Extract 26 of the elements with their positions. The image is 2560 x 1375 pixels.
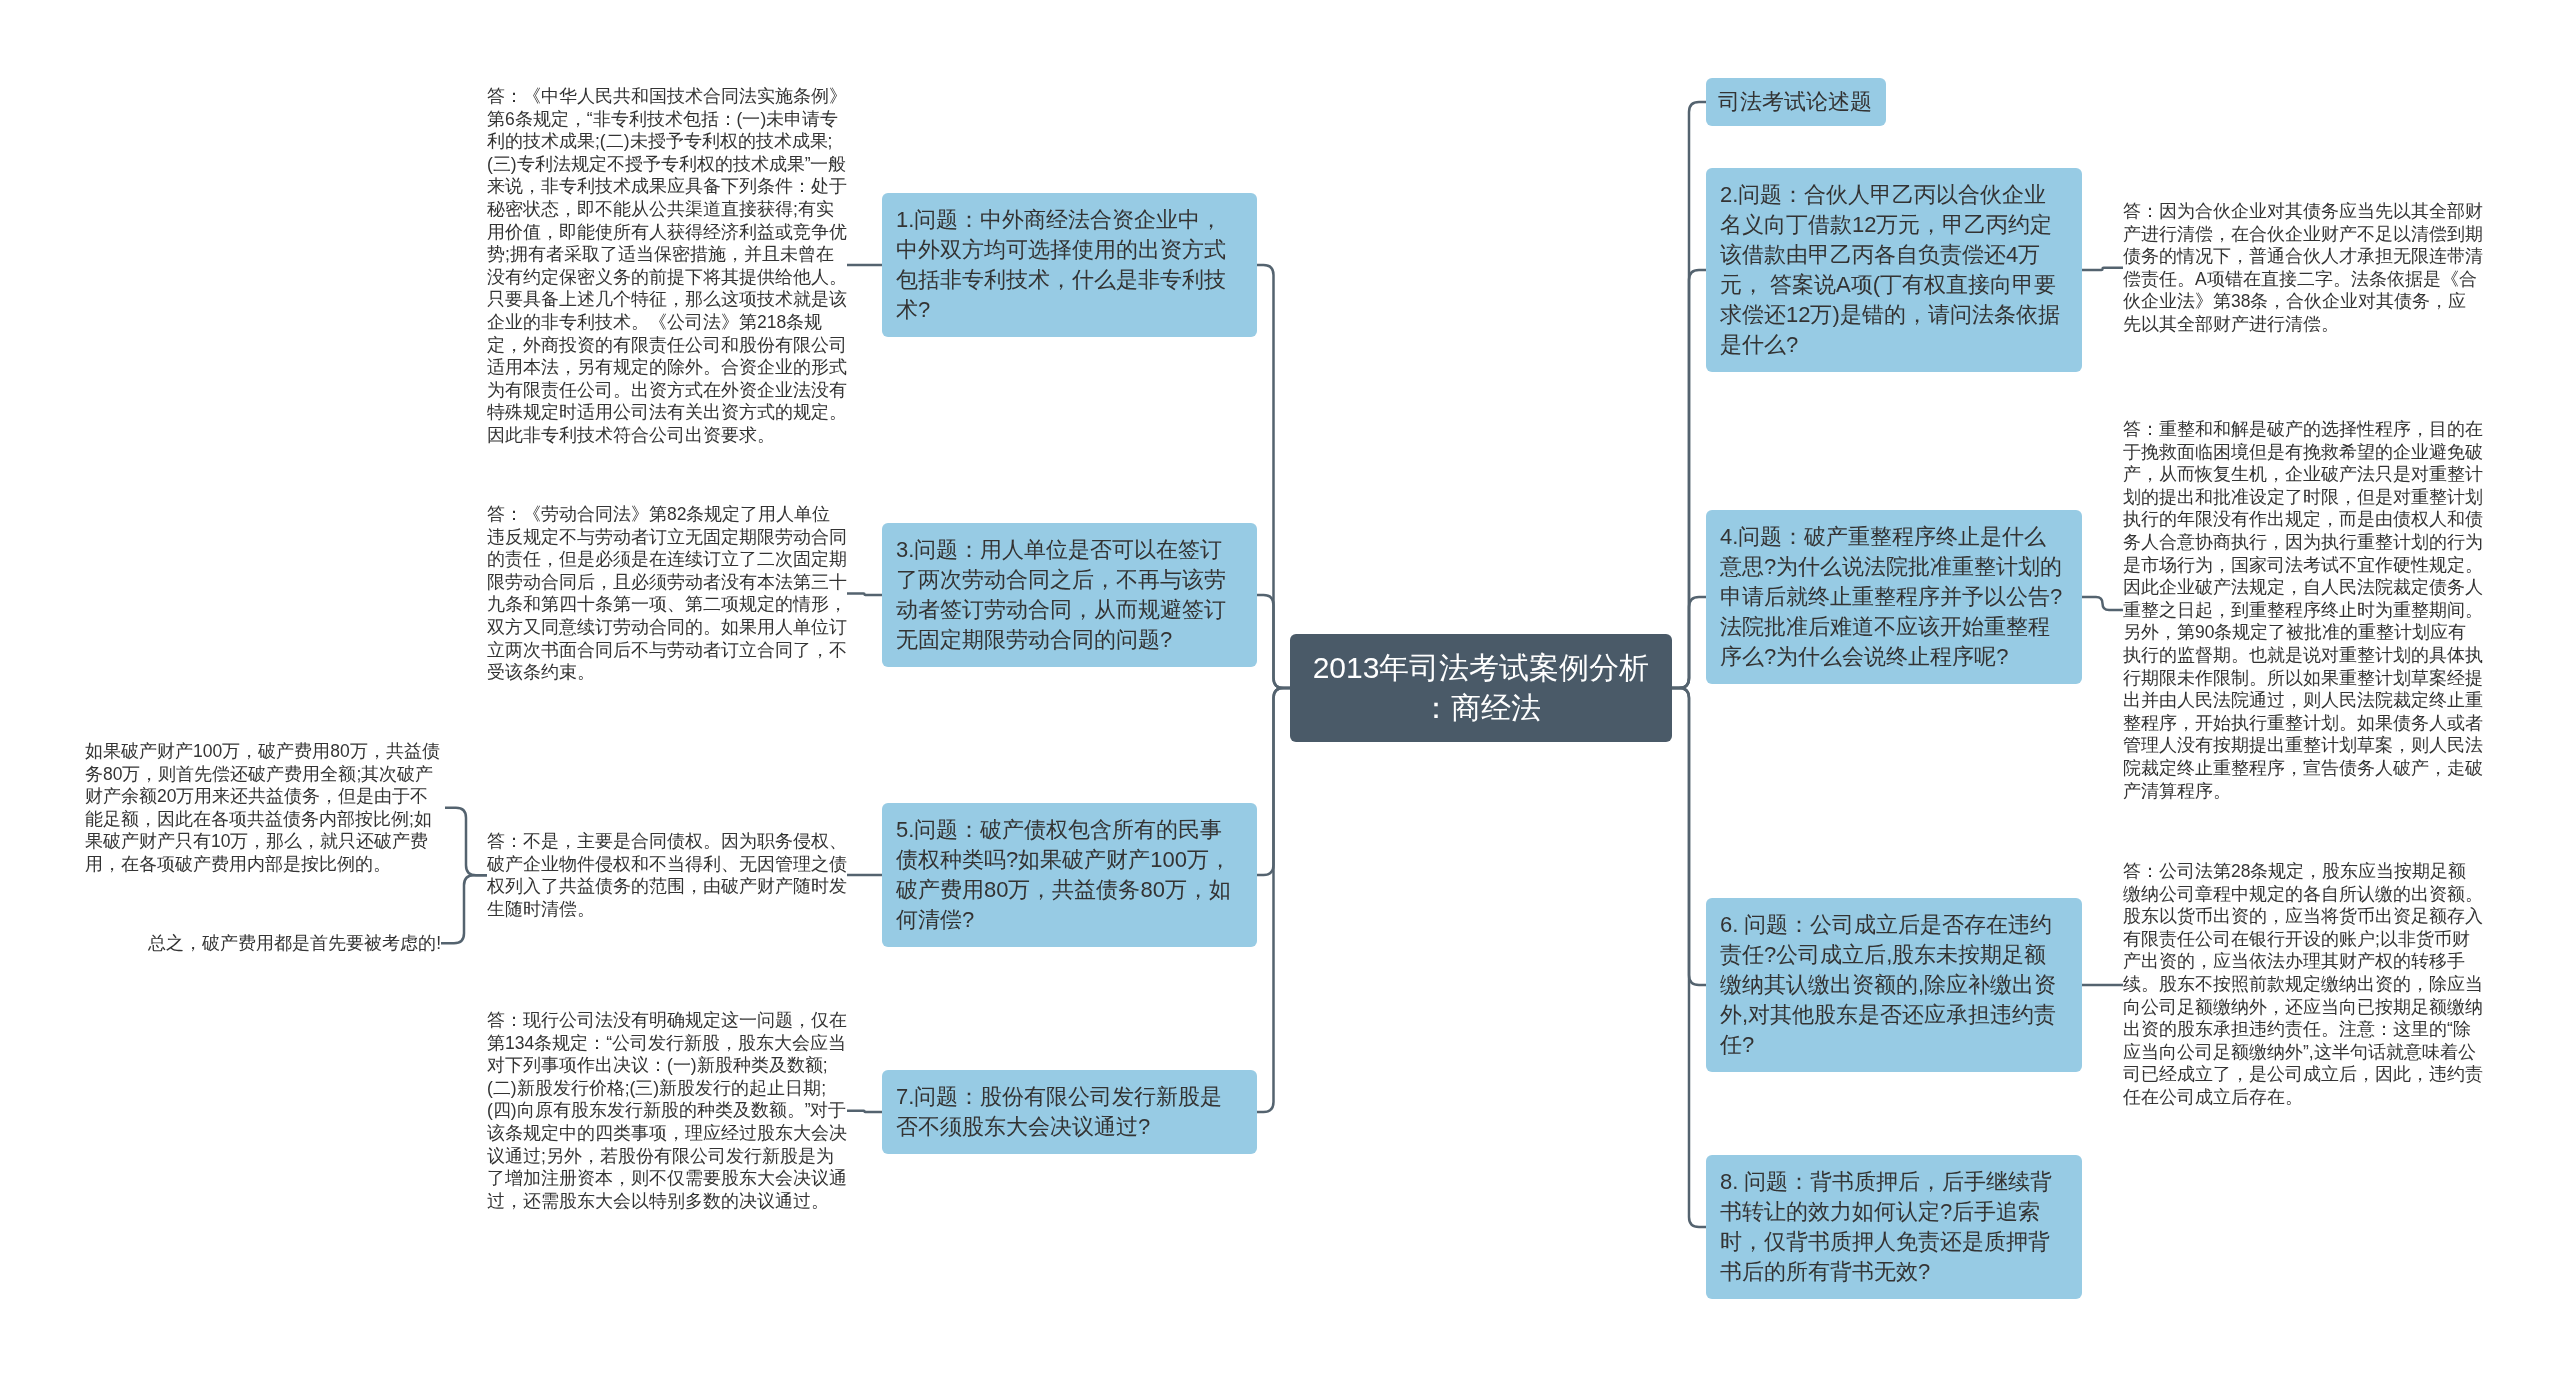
question-box: 7.问题：股份有限公司发行新股是否不须股东大会决议通过? (882, 1070, 1257, 1154)
connector-line (847, 263, 882, 267)
connector-line (2082, 595, 2123, 612)
answer-text: 答：重整和和解是破产的选择性程序，目的在于挽救面临困境但是有挽救希望的企业避免破产，从而恢复生机，企业破产法只是对重整计划的提出和批准设定了时限，但是对重整计划执行的年限没有作出规定，而是由债权人和债务人合意协商执行，因为执行重整计划的行为是市场行为，国家司法考试不宜作硬性规定。因此企业破产法规定，自人民法院裁定债务人重整之日起，到重整程序终止时为重整期间。另外，第90条规定了被批准的重整计划应有执行的监督期。也就是说对重整计划的具体执行期限未作限制。所以如果重整计划草案经提出并由人民法院通过，则人民法院裁定终止重整程序，开始执行重整计划。如果债务人或者管理人没有按期提出重整计划草案，则人民法院裁定终止重整程序，宣告债务人破产，走破产清算程序。 (2123, 418, 2483, 803)
question-box: 8. 问题：背书质押后，后手继续背书转让的效力如何认定?后手追索时，仅背书质押人免责还是质押背书后的所有背书无效? (1706, 1155, 2082, 1299)
connector-line (847, 1109, 882, 1114)
topic-box: 2013年司法考试案例分析：商经法 (1290, 634, 1672, 742)
answer-text: 答：公司法第28条规定，股东应当按期足额缴纳公司章程中规定的各自所认缴的出资额。股东以货币出资的，应当将货币出资足额存入有限责任公司在银行开设的账户;以非货币财产出资的，应当依法办理其财产权的转移手续。股东不按照前款规定缴纳出资的，除应当向公司足额缴纳外，还应当向已按期足额缴纳出资的股东承担违约责任。注意：这里的“除应当向公司足额缴纳外”,这半句话就意味着公司已经成立了，是公司成立后，因此，违约责任在公司成立后存在。 (2123, 860, 2483, 1109)
question-box: 4.问题：破产重整程序终止是什么意思?为什么说法院批准重整计划的申请后就终止重整程序并予以公告?法院批准后难道不应该开始重整程序么?为什么会说终止程序呢? (1706, 510, 2082, 684)
question-box: 5.问题：破产债权包含所有的民事债权种类吗?如果破产财产100万，破产费用80万，共益债务80万，如何清偿? (882, 803, 1257, 947)
question-box: 2.问题：合伙人甲乙丙以合伙企业名义向丁借款12万元，甲乙丙约定该借款由甲乙丙各自负责偿还4万元， 答案说A项(丁有权直接向甲要求偿还12万)是错的，请问法条依据是什么? (1706, 168, 2082, 372)
connector-line (847, 592, 882, 597)
answer-text: 答：《劳动合同法》第82条规定了用人单位违反规定不与劳动者订立无固定期限劳动合同的责任，但是必须是在连续订立了二次固定期限劳动合同后，且必须劳动者没有本法第三十九条和第四十条第一项、第二项规定的情形，双方又同意续订劳动合同的。如果用人单位订立两次书面合同后不与劳动者订立合同了，不受该条约束。 (487, 503, 847, 684)
question-box: 1.问题：中外商经法合资企业中，中外双方均可选择使用的出资方式包括非专利技术，什么是非专利技术? (882, 193, 1257, 337)
question-box: 3.问题：用人单位是否可以在签订了两次劳动合同之后，不再与该劳动者签订劳动合同，从而规避签订无固定期限劳动合同的问题? (882, 523, 1257, 667)
connector-line (847, 873, 882, 877)
note-text: 如果破产财产100万，破产费用80万，共益债务80万，则首先偿还破产费用全额;其次破产财产余额20万用来还共益债务，但是由于不能足额，因此在各项共益债务内部按比例;如果破产财产只有10万，那么，就只还破产费用，在各项破产费用内部是按比例的。 (85, 740, 445, 876)
note-text: 总之，破产费用都是首先要被考虑的! (85, 932, 441, 955)
category-box: 司法考试论述题 (1706, 78, 1886, 126)
question-box: 6. 问题：公司成立后是否存在违约责任?公司成立后,股东未按期足额缴纳其认缴出资额的,除应补缴出资外,对其他股东是否还应承担违约责任? (1706, 898, 2082, 1072)
connector-line (2082, 266, 2123, 272)
answer-text: 答：不是，主要是合同债权。因为职务侵权、破产企业物件侵权和不当得利、无因管理之债权列入了共益债务的范围，由破产财产随时发生随时清偿。 (487, 830, 847, 921)
answer-text: 答：《中华人民共和国技术合同法实施条例》第6条规定，“非专利技术包括：(一)未申请专利的技术成果;(二)未授予专利权的技术成果;(三)专利法规定不授予专利权的技术成果”一般来说，非专利技术成果应具备下列条件：处于秘密状态，即不能从公共渠道直接获得;有实用价值，即能使所有人获得经济利益或竞争优势;拥有者采取了适当保密措施，并且未曾在没有约定保密义务的前提下将其提供给他人。只要具备上述几个特征，那么这项技术就是该企业的非专利技术。《公司法》第218条规定，外商投资的有限责任公司和股份有限公司适用本法，另有规定的除外。合资企业的形式为有限责任公司。出资方式在外资企业法没有特殊规定时适用公司法有关出资方式的规定。因此非专利技术符合公司出资要求。 (487, 85, 847, 447)
answer-text: 答：现行公司法没有明确规定这一问题，仅在第134条规定：“公司发行新股，股东大会应当对下列事项作出决议：(一)新股种类及数额;(二)新股发行价格;(三)新股发行的起止日期;(四)向原有股东发行新股的种类及数额。”对于该条规定中的四类事项，理应经过股东大会决议通过;另外，若股份有限公司发行新股是为了增加注册资本，则不仅需要股东大会决议通过，还需股东大会以特别多数的决议通过。 (487, 1009, 847, 1213)
connector-line (2082, 983, 2123, 987)
answer-text: 答：因为合伙企业对其债务应当先以其全部财产进行清偿，在合伙企业财产不足以清偿到期债务的情况下，普通合伙人才承担无限连带清偿责任。A项错在直接二字。法条依据是《合伙企业法》第38条，合伙企业对其债务，应先以其全部财产进行清偿。 (2123, 200, 2483, 336)
